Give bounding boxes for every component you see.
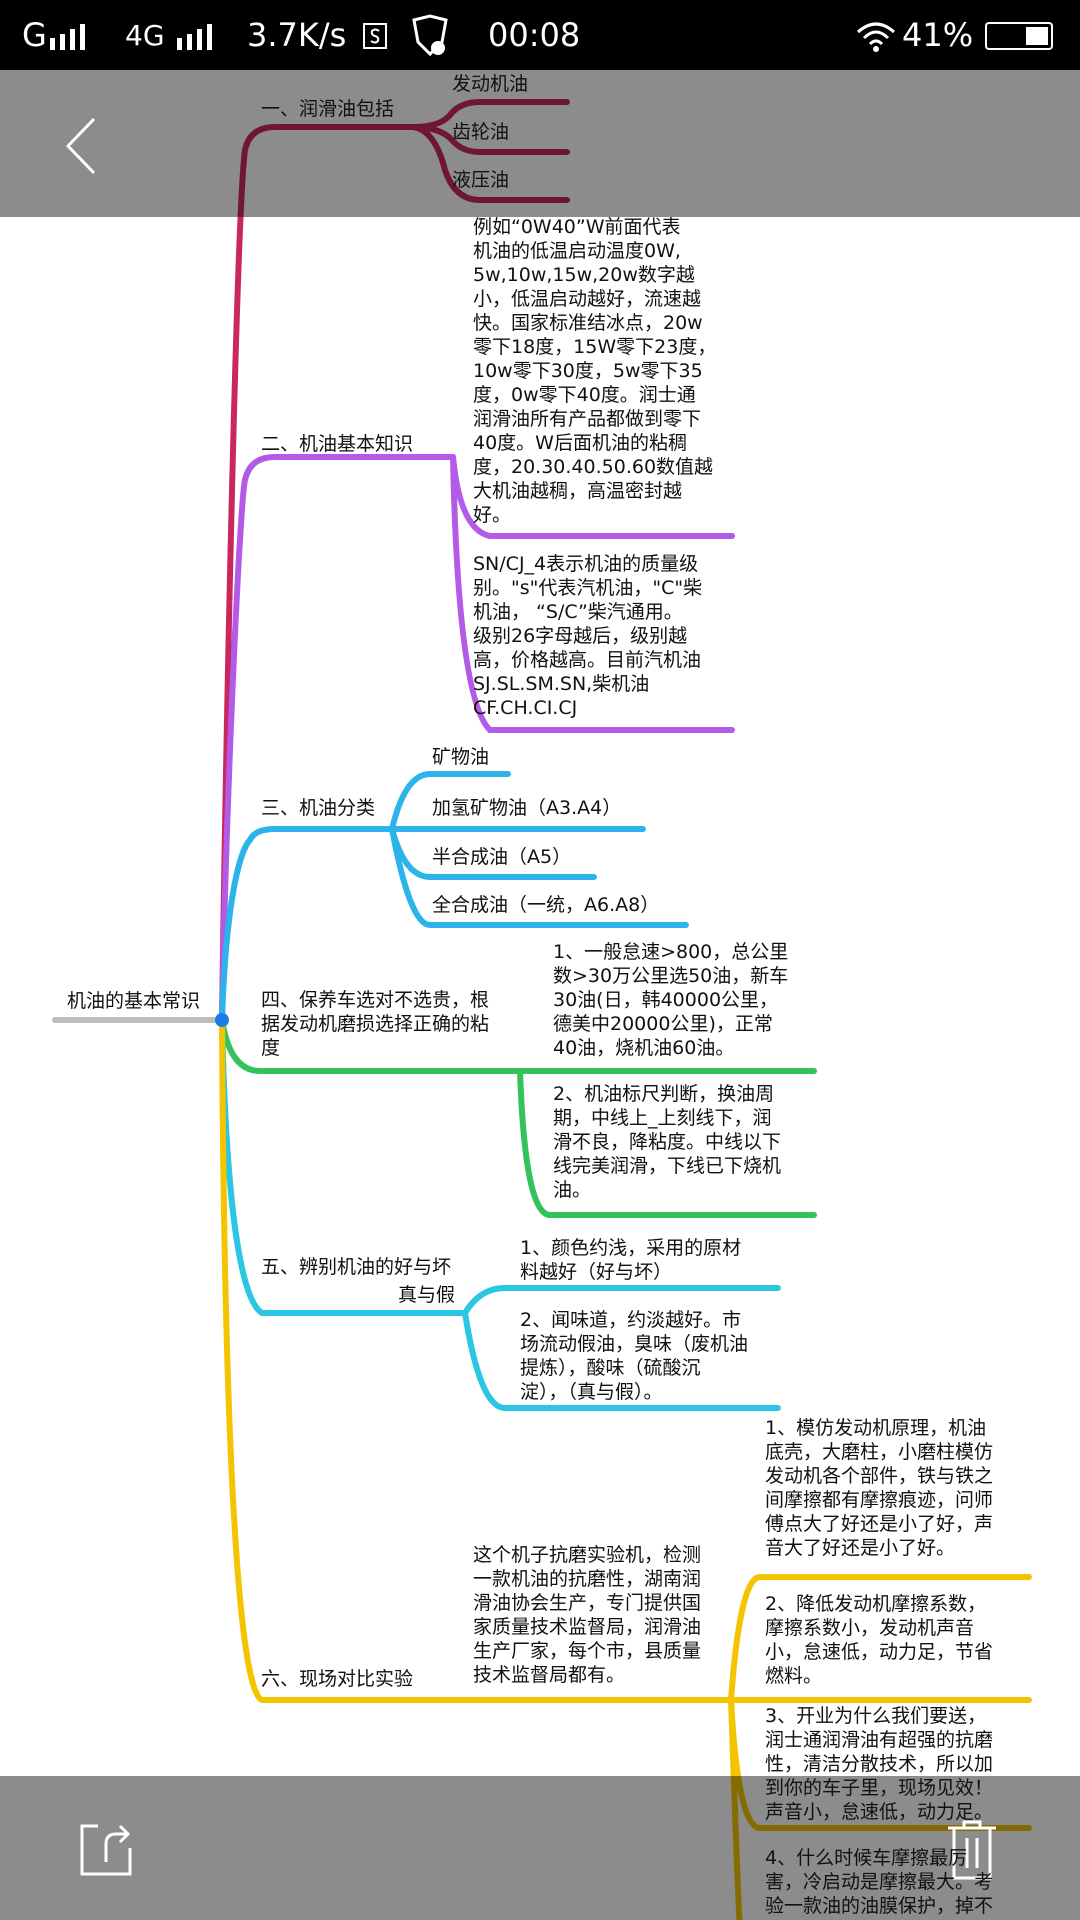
- battery-percent: 41%: [902, 16, 974, 54]
- branch-6-child-3[interactable]: 3、开业为什么我们要送， 润士通润滑油有超强的抗磨 性，清洁分散技术，所以加 到…: [765, 1705, 994, 1823]
- root-topic[interactable]: 机油的基本常识: [67, 990, 201, 1012]
- branch-1-label[interactable]: 一、润滑油包括: [261, 98, 395, 120]
- branch-3-label[interactable]: 三、机油分类: [261, 797, 376, 819]
- branch-1-child-1[interactable]: 发动机油: [452, 73, 529, 95]
- branch-1-child-3[interactable]: 液压油: [452, 169, 510, 191]
- branch-2-label[interactable]: 二、机油基本知识: [261, 433, 414, 455]
- network-speed: 3.7K/s: [247, 16, 347, 54]
- branch-2-child-2[interactable]: SN/CJ_4表示机油的质量级 别。"s"代表汽机油，"C"柴 机油， “S/C…: [473, 553, 703, 719]
- branch-5-child-2[interactable]: 2、闻味道，约淡越好。市 场流动假油，臭味（废机油 提炼），酸味（硫酸沉 淀），…: [520, 1309, 749, 1403]
- signal-icon-2: [177, 24, 212, 50]
- bottom-toolbar: [0, 1776, 1080, 1920]
- network-type-2: 4G: [125, 18, 165, 52]
- branch-5-label-line2[interactable]: 真与假: [398, 1284, 456, 1306]
- branch-3-child-3[interactable]: 半合成油（A5）: [432, 846, 572, 868]
- shield-icon: [412, 14, 448, 57]
- status-bar: G 4G 3.7K/s 00:08 41%: [0, 0, 1080, 70]
- branch-3-lines: [219, 771, 689, 1023]
- trash-icon[interactable]: [942, 1818, 1002, 1884]
- branch-6-child-1[interactable]: 1、模仿发动机原理，机油 底壳，大磨柱，小磨柱模仿 发动机各个部件，铁与铁之 间…: [765, 1417, 994, 1559]
- back-chevron-icon[interactable]: [62, 115, 102, 177]
- branch-6-child-4[interactable]: 4、什么时候车摩擦最厉 害，冷启动是摩擦最大。考 验一款油的油膜保护，掉不: [765, 1847, 994, 1917]
- share-icon[interactable]: [76, 1818, 136, 1880]
- branch-6-label[interactable]: 六、现场对比实验: [261, 1668, 414, 1690]
- clock: 00:08: [488, 16, 581, 54]
- root-node-dot[interactable]: [215, 1013, 229, 1027]
- branch-3-child-1[interactable]: 矿物油: [432, 746, 490, 768]
- battery-icon: [985, 22, 1053, 50]
- branch-1-child-2[interactable]: 齿轮油: [452, 121, 510, 143]
- branch-2-lines: [219, 454, 735, 1023]
- branch-2-child-1[interactable]: 例如“0W40”W前面代表 机油的低温启动温度0W, 5w,10w,15w,20…: [473, 216, 717, 526]
- branch-4-child-1[interactable]: 1、一般怠速>800，总公里 数>30万公里选50油，新车 30油(日，韩400…: [553, 941, 789, 1059]
- top-toolbar: [0, 70, 1080, 217]
- branch-5-child-1[interactable]: 1、颜色约浅，采用的原材 料越好（好与坏）: [520, 1237, 742, 1283]
- sim-s-icon: [363, 23, 387, 49]
- branch-3-child-2[interactable]: 加氢矿物油（A3.A4）: [432, 797, 622, 819]
- branch-4-label[interactable]: 四、保养车选对不选贵，根 据发动机磨损选择正确的粘 度: [261, 989, 490, 1059]
- signal-icon: [50, 24, 85, 50]
- network-type-1: G: [22, 16, 47, 54]
- branch-5-label[interactable]: 五、辨别机油的好与坏: [261, 1256, 452, 1278]
- branch-6-note[interactable]: 这个机子抗磨实验机，检测 一款机油的抗磨性，湖南润 滑油协会生产，专门提供国 家…: [473, 1544, 702, 1686]
- branch-6-child-2[interactable]: 2、降低发动机摩擦系数， 摩擦系数小，发动机声音 小，怠速低，动力足，节省 燃料…: [765, 1593, 994, 1687]
- branch-3-child-4[interactable]: 全合成油（一统，A6.A8）: [432, 894, 660, 916]
- wifi-icon: [857, 22, 895, 52]
- branch-4-child-2[interactable]: 2、机油标尺判断，换油周 期，中线上_上刻线下，润 滑不良，降粘度。中线以下 线…: [553, 1083, 782, 1201]
